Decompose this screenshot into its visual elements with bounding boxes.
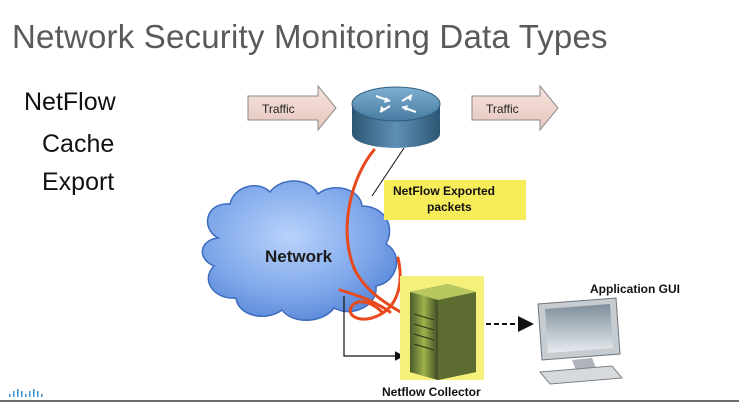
router-icon [351,86,441,148]
cisco-logo-icon [9,389,43,397]
exported-packets-callout: NetFlow Exported packets [384,180,526,220]
monitor-icon: Application GUI [537,282,680,385]
server-icon: Netflow Collector [382,276,484,399]
bullet-cache: Cache [42,130,115,158]
callout-line-1: NetFlow Exported [393,184,495,198]
bullet-netflow: NetFlow [24,88,116,116]
footer-divider [0,400,739,402]
network-to-collector-line [343,296,405,361]
export-connector [371,147,405,197]
traffic-in-label: Traffic [262,102,295,116]
callout-line-2: packets [427,200,472,214]
gui-label: Application GUI [590,282,680,296]
traffic-out-arrow: Traffic [471,84,559,132]
traffic-in-arrow: Traffic [247,84,337,132]
network-label: Network [265,247,333,266]
traffic-out-label: Traffic [486,102,519,116]
bullet-export: Export [42,168,115,196]
flow-export-curve [338,148,406,321]
collector-label: Netflow Collector [382,385,481,399]
slide-title: Network Security Monitoring Data Types [12,18,608,55]
